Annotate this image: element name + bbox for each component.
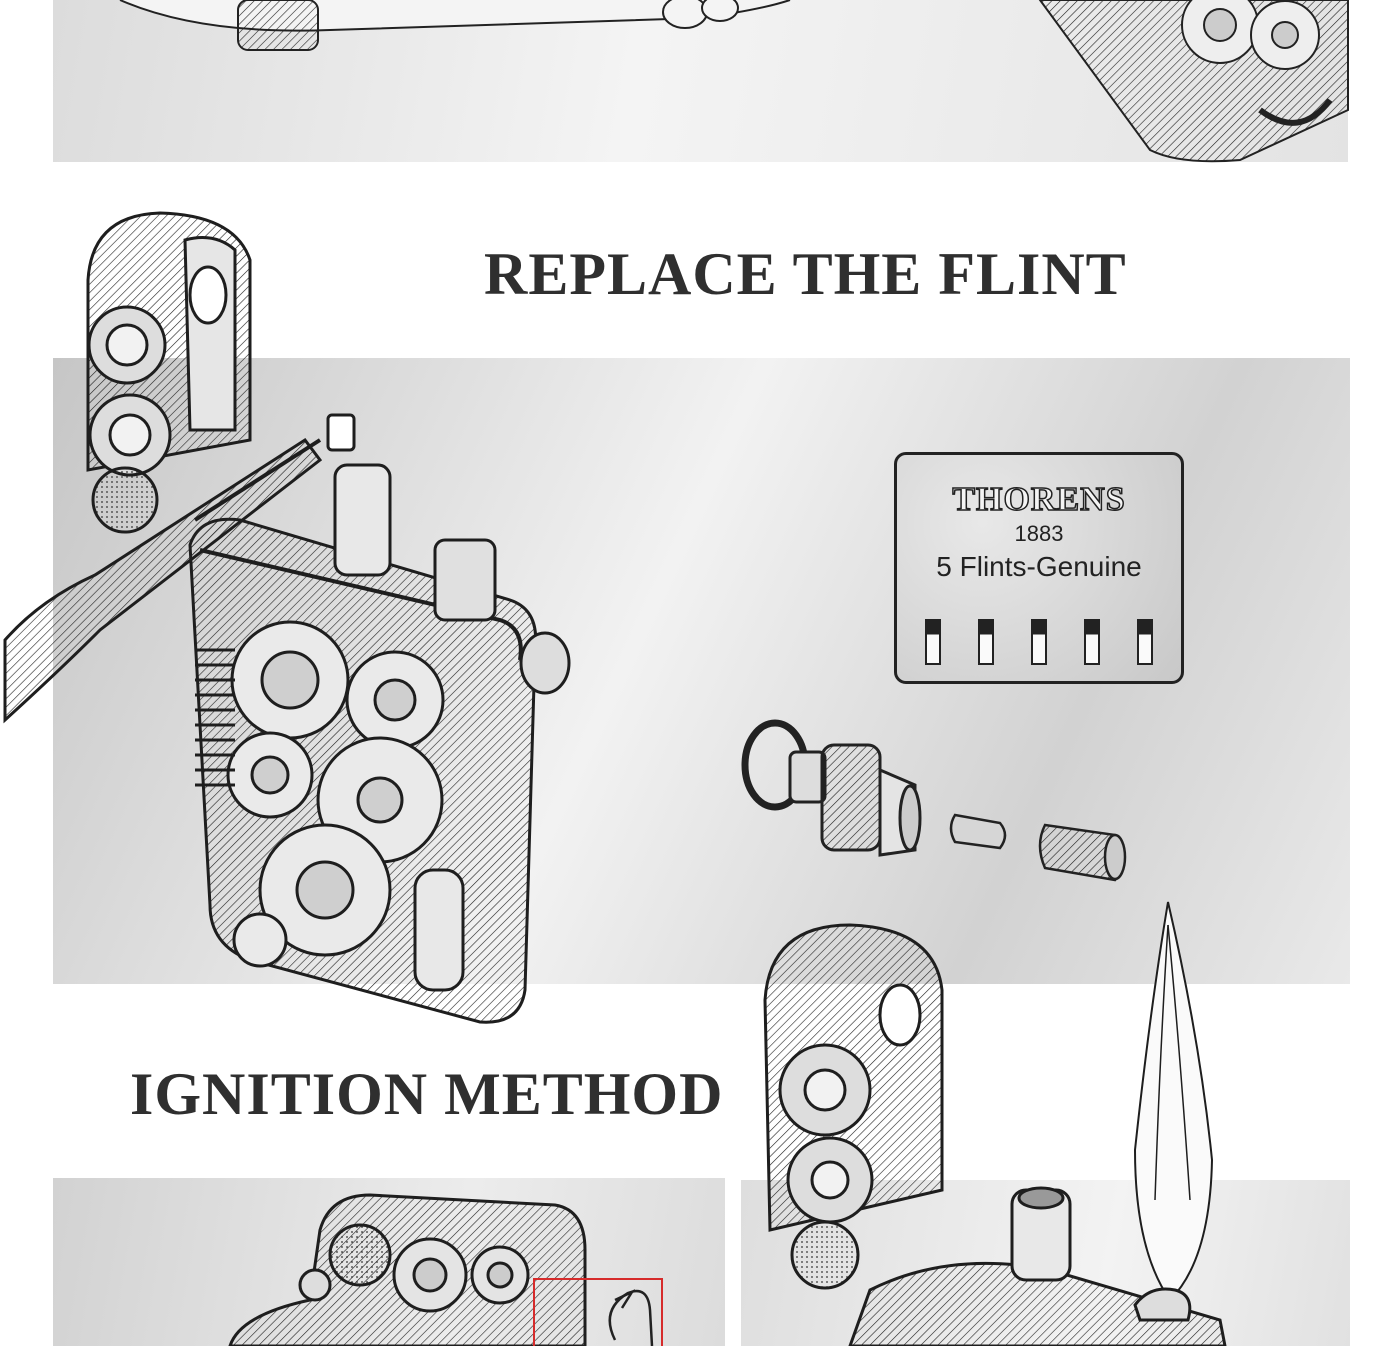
- closed-lighter-drawing: [228, 1193, 587, 1346]
- flint-screw-drawing: [741, 719, 922, 857]
- flint-box-label: 5 Flints-Genuine: [936, 551, 1142, 582]
- flint-box-brand: THORENS: [952, 480, 1126, 519]
- flint-slot: [1031, 619, 1047, 665]
- flint-stone-drawing: [949, 813, 1007, 850]
- flint-slot: [1084, 619, 1100, 665]
- flint-box: THORENS 1883 5 Flints-Genuine: [894, 452, 1184, 684]
- flint-slot: [925, 619, 941, 665]
- ignition-highlight-box: [533, 1278, 663, 1346]
- flint-box-year: 1883: [1014, 521, 1064, 546]
- ignition-method-heading: IGNITION METHOD: [130, 1061, 724, 1127]
- lit-lighter-drawing: [763, 901, 1227, 1346]
- top-tool-drawing: [119, 0, 791, 51]
- arrow-head-icon: [614, 1289, 636, 1309]
- opened-lighter-drawing: [3, 211, 571, 1024]
- flint-cap-drawing: [1038, 823, 1127, 882]
- flint-slot: [978, 619, 994, 665]
- flint-slot: [1137, 619, 1153, 665]
- flint-slots: [925, 619, 1153, 667]
- top-lighter-corner-drawing: [1038, 0, 1349, 163]
- replace-flint-heading: REPLACE THE FLINT: [484, 241, 1127, 307]
